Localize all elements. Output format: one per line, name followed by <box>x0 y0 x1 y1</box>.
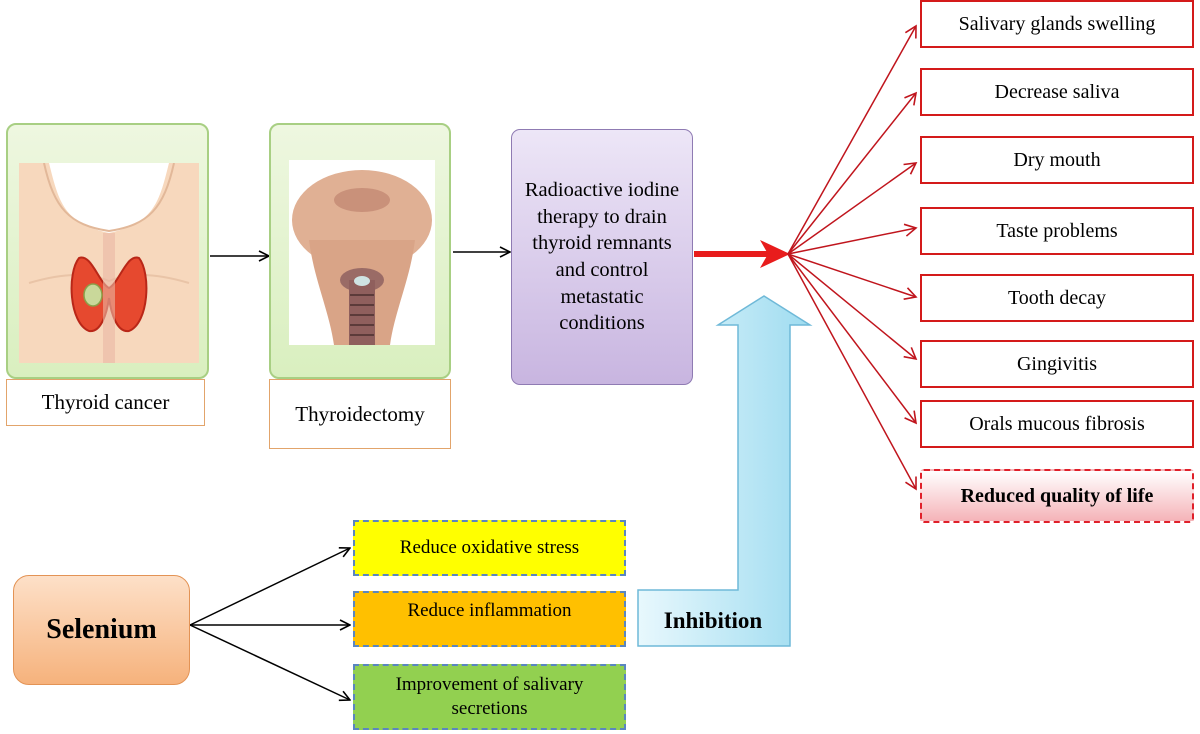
inhibition-label: Inhibition <box>663 608 763 633</box>
effect-salivary-glands-swelling: Salivary glands swelling <box>920 0 1194 48</box>
radioactive-iodine-therapy-box: Radioactive iodine therapy to drain thyr… <box>511 129 693 385</box>
effect-orals-mucous-fibrosis: Orals mucous fibrosis <box>920 400 1194 448</box>
mechanism-reduce-oxidative-stress: Reduce oxidative stress <box>353 520 626 576</box>
effect-gingivitis: Gingivitis <box>920 340 1194 388</box>
thyroidectomy-image-frame <box>269 123 451 379</box>
effect-dry-mouth: Dry mouth <box>920 136 1194 184</box>
step-thyroidectomy-label: Thyroidectomy <box>269 379 451 449</box>
arrow-therapy-head <box>760 240 790 268</box>
mechanism-improvement-of-salivary-secretions: Improvement of salivary secretions <box>353 664 626 730</box>
effect-taste-problems: Taste problems <box>920 207 1194 255</box>
inhibition-arrow <box>637 295 813 647</box>
effect-tooth-decay: Tooth decay <box>920 274 1194 322</box>
thyroidectomy-head-illustration-icon <box>289 160 435 345</box>
thyroid-neck-illustration-icon <box>19 163 199 363</box>
effect-reduced-quality-of-life: Reduced quality of life <box>920 469 1194 523</box>
thyroid-cancer-image-frame <box>6 123 209 379</box>
mechanism-reduce-inflammation: Reduce inflammation <box>353 591 626 647</box>
selenium-box: Selenium <box>13 575 190 685</box>
step-thyroid-cancer-label: Thyroid cancer <box>6 379 205 426</box>
selenium-arrows <box>189 548 350 700</box>
effects-fan <box>787 24 918 491</box>
effect-decrease-saliva: Decrease saliva <box>920 68 1194 116</box>
